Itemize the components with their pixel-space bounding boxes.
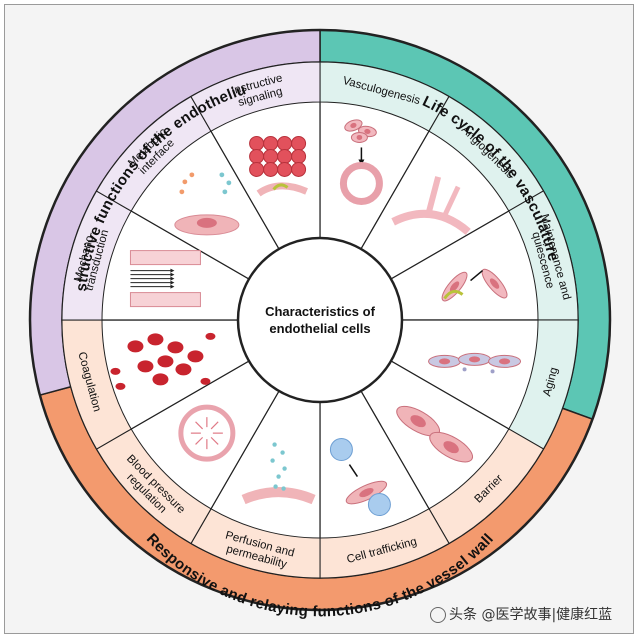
mechanotransduction-icon — [129, 250, 201, 308]
coagulation-icon — [110, 332, 216, 390]
center-title-line-1: Characteristics of — [265, 304, 375, 319]
sector-label-band-12 — [190, 61, 321, 132]
segment-illustrations — [110, 119, 522, 517]
blood-pressure-icon — [178, 404, 236, 462]
watermark-text: 头条 @医学故事|健康红蓝 — [449, 607, 613, 623]
perfusion-icon — [241, 442, 316, 505]
aging-icon — [428, 352, 522, 374]
quiescence-icon — [441, 268, 508, 302]
center-title-line-2: endothelial cells — [269, 321, 370, 336]
vasculogenesis-icon — [339, 119, 383, 205]
outer-border — [28, 28, 612, 612]
center-circle — [236, 236, 404, 404]
metabolic-icon — [174, 172, 240, 236]
cell-trafficking-icon — [329, 438, 391, 517]
signaling-icon — [249, 135, 308, 197]
barrier-icon — [396, 405, 474, 463]
angiogenesis-icon — [391, 176, 471, 235]
watermark: 头条 @医学故事|健康红蓝 — [430, 604, 612, 624]
watermark-logo-icon — [430, 607, 446, 623]
